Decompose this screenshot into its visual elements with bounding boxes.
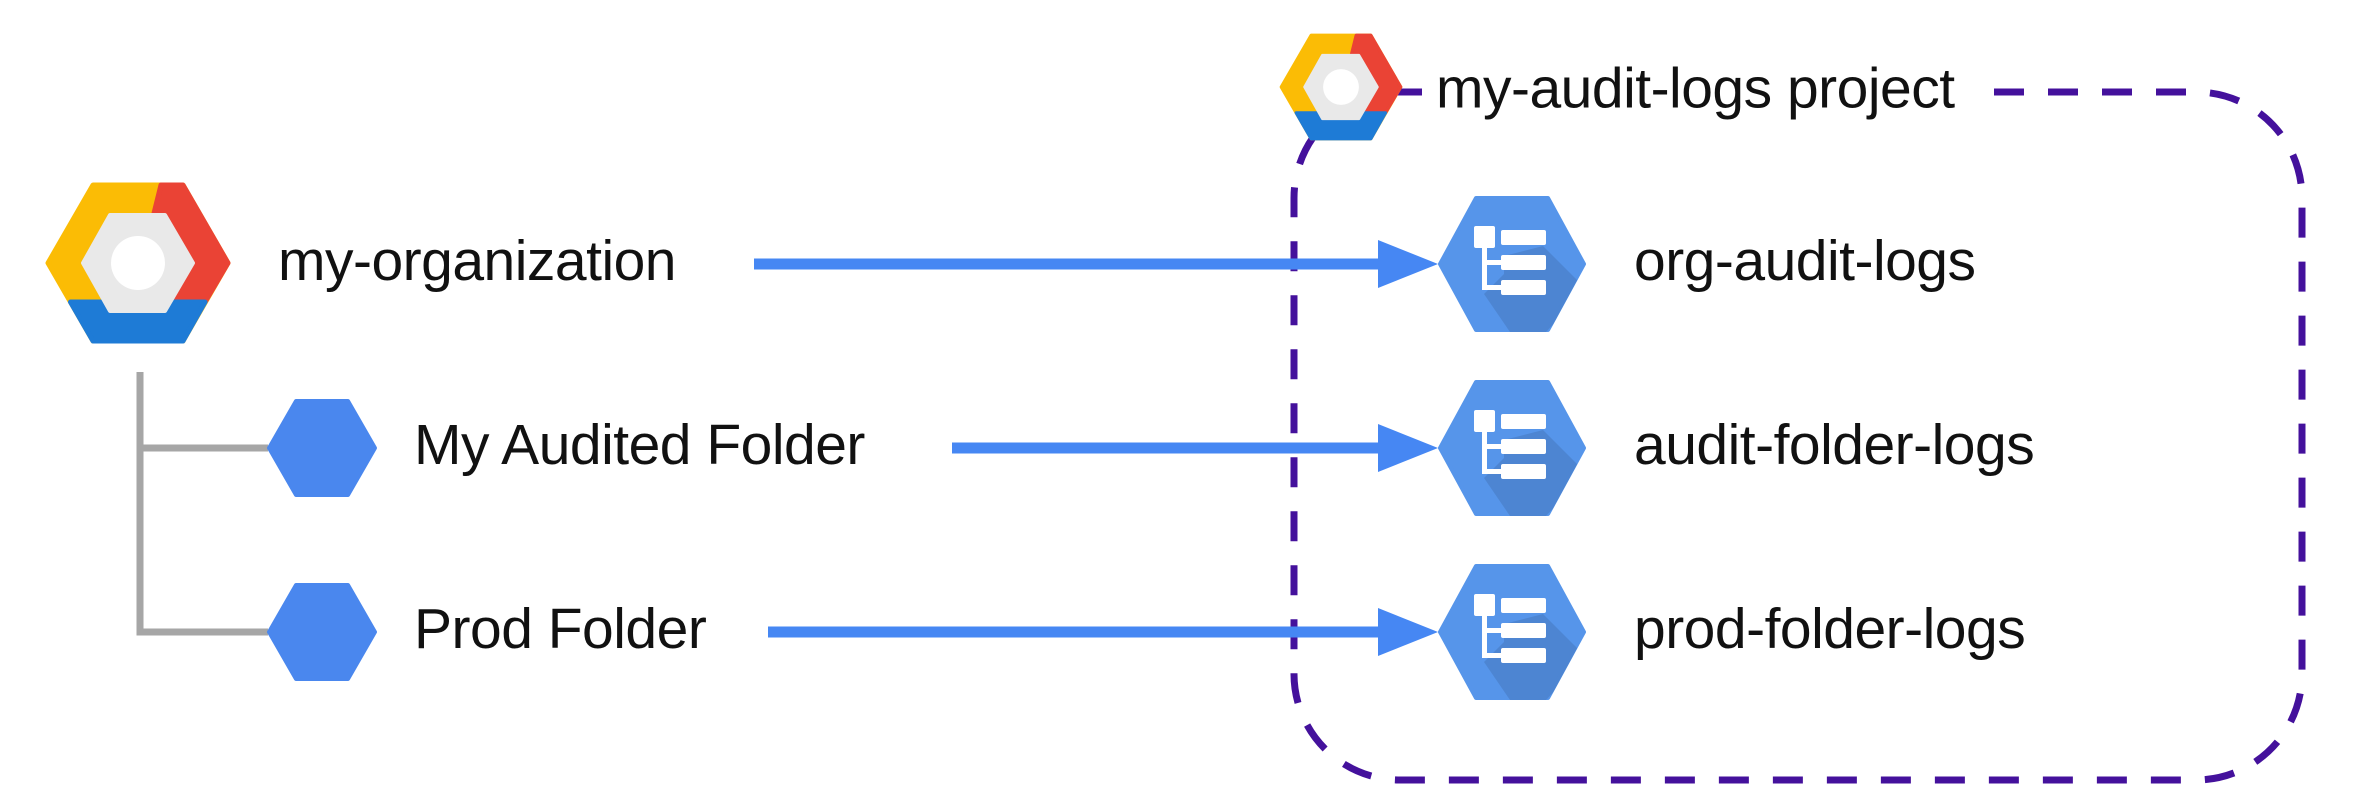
log-bucket-label-audit-folder: audit-folder-logs (1634, 413, 2035, 478)
gcp-project-icon (1279, 33, 1403, 141)
folder-label-my-audited: My Audited Folder (414, 413, 865, 478)
logging-bucket-icon (1438, 564, 1586, 700)
project-title: my-audit-logs project (1422, 51, 1973, 131)
arrow-org-to-logs (754, 240, 1438, 288)
tree-connector (136, 372, 268, 636)
logging-bucket-icon (1438, 196, 1586, 332)
logging-bucket-icon (1438, 380, 1586, 516)
arrow-audited-folder-to-logs (952, 424, 1438, 472)
arrow-prod-folder-to-logs (768, 608, 1438, 656)
organization-label: my-organization (278, 229, 677, 294)
gcp-organization-icon (45, 182, 231, 344)
folder-hexagon-icon (267, 583, 377, 681)
folder-hexagon-icon (267, 399, 377, 497)
log-bucket-label-org: org-audit-logs (1634, 229, 1976, 294)
folder-label-prod: Prod Folder (414, 597, 707, 662)
log-bucket-label-prod-folder: prod-folder-logs (1634, 597, 2026, 662)
